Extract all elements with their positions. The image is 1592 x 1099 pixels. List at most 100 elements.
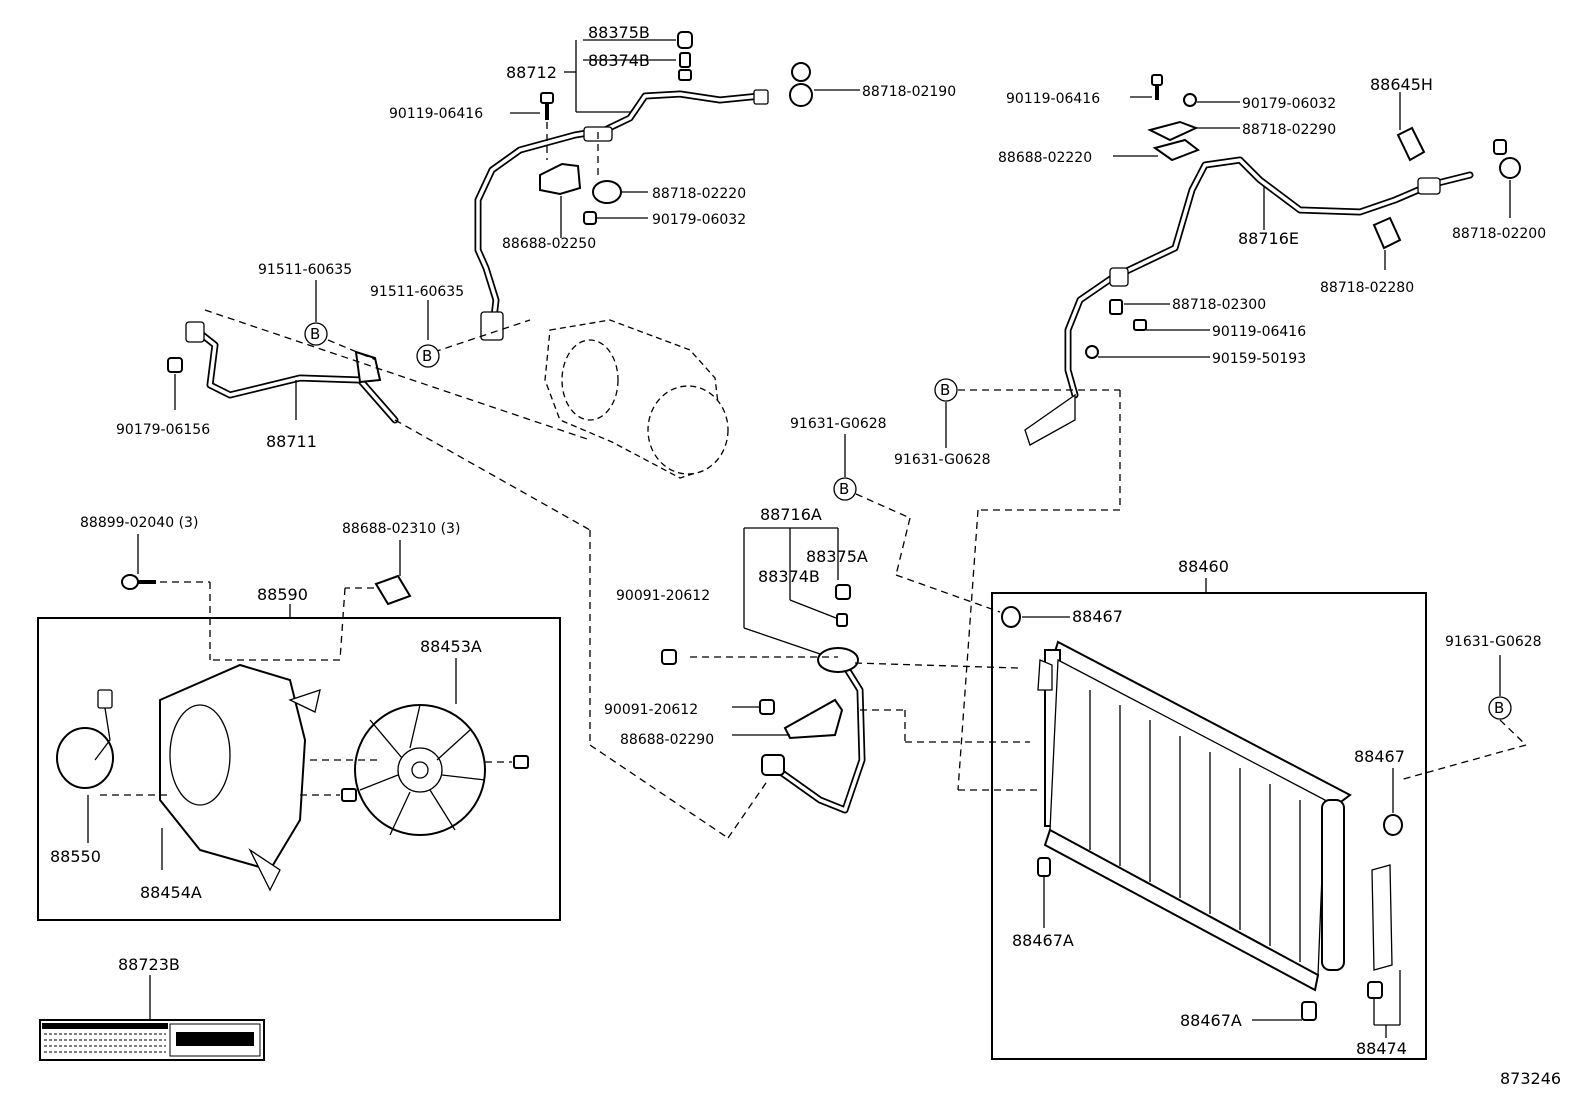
- cushion-88467-right: [1383, 814, 1403, 836]
- cap-88375B: [677, 31, 693, 49]
- group-88716A-tube: [661, 434, 1030, 814]
- label-88688-02250: 88688-02250: [502, 236, 596, 252]
- label-88467: 88467: [1072, 607, 1123, 626]
- bracket-88688-02250: [539, 162, 582, 196]
- labels-top-right: 90119-06416 90179-06032 88645H 88718-022…: [790, 75, 1546, 650]
- labels-condenser: 88460 88467 88467 88467A 88467A 88474: [1012, 557, 1407, 1058]
- label-88899-02040: 88899-02040 (3): [80, 515, 198, 531]
- hose-end-fitting: [480, 311, 504, 341]
- box-88460: [991, 592, 1427, 1060]
- labels-middle: 88716A 88375A 88374B 90091-20612 90091-2…: [604, 505, 868, 748]
- bolt-90091-20612-b: [759, 699, 775, 715]
- label-88550: 88550: [50, 847, 101, 866]
- label-88711: 88711: [266, 432, 317, 451]
- cap-88718-02220: [592, 180, 622, 204]
- ref-b-marker: [1488, 696, 1512, 720]
- label-91511-60635: 91511-60635: [258, 262, 352, 278]
- label-91631-G0628: 91631-G0628: [790, 416, 887, 432]
- label-88688-02290: 88688-02290: [620, 732, 714, 748]
- label-88453A: 88453A: [420, 637, 482, 656]
- cap-88718-02190: [791, 62, 811, 82]
- group-88711-hose: [167, 280, 769, 839]
- tube-88716A: [771, 662, 866, 814]
- bolt-90091-20612-a: [661, 649, 677, 665]
- label-88718-02200: 88718-02200: [1452, 226, 1546, 242]
- cushion-88467A-bottom: [1301, 1001, 1317, 1021]
- label-88474: 88474: [1356, 1039, 1407, 1058]
- label-91631-G0628: 91631-G0628: [894, 452, 991, 468]
- nut-90179-06032-a: [583, 211, 597, 225]
- ref-b-marker: [416, 344, 440, 368]
- group-88712-hose: [474, 31, 860, 341]
- bolt-90119-06416-a: [540, 92, 554, 104]
- label-88712: 88712: [506, 63, 557, 82]
- bracket-88688-02290: [783, 698, 844, 740]
- svg-text:B: B: [839, 480, 849, 498]
- label-91511-60635: 91511-60635: [370, 284, 464, 300]
- label-88460: 88460: [1178, 557, 1229, 576]
- label-88467A: 88467A: [1012, 931, 1074, 950]
- label-88375B: 88375B: [588, 23, 650, 42]
- cap-88718-02200: [1499, 157, 1521, 179]
- group-88723B-label: 88723B: [39, 955, 265, 1061]
- label-90159-50193: 90159-50193: [1212, 351, 1306, 367]
- svg-text:B: B: [940, 381, 950, 399]
- labels-top-left: 88375B 88374B 88712 88718-02190 90119-06…: [389, 23, 956, 252]
- condenser-core-88460: [1049, 658, 1326, 977]
- label-88590: 88590: [257, 585, 308, 604]
- label-90179-06156: 90179-06156: [116, 422, 210, 438]
- cap-88718-02280: [1372, 216, 1402, 250]
- ref-b-marker: [833, 477, 857, 501]
- ref-markers-b: B B B B B: [304, 322, 1512, 720]
- bracket-88688-02220: [1152, 138, 1201, 162]
- labels-compressor: 91511-60635 91511-60635 90179-06156 8871…: [116, 262, 464, 451]
- motor-88550: [56, 727, 114, 789]
- cap-88718-02300: [1109, 299, 1123, 315]
- label-91631-G0628: 91631-G0628: [1445, 634, 1542, 650]
- label-88716E: 88716E: [1238, 229, 1299, 248]
- group-compressor: [433, 319, 729, 479]
- ref-b-marker: [934, 378, 958, 402]
- nut-88688-02310: [374, 574, 412, 606]
- cap-88375A: [835, 584, 851, 600]
- label-88723B: 88723B: [118, 955, 180, 974]
- label-88718-02190: 88718-02190: [862, 84, 956, 100]
- label-90119-06416: 90119-06416: [1212, 324, 1306, 340]
- label-88718-02290: 88718-02290: [1242, 122, 1336, 138]
- nut-90179-06156: [167, 357, 183, 373]
- label-90091-20612: 90091-20612: [604, 702, 698, 718]
- bolt-90159-50193: [1085, 345, 1099, 359]
- box-88590: [37, 617, 561, 921]
- valve-core-88374B-mid: [836, 613, 848, 627]
- cushion-88467: [1001, 606, 1021, 628]
- cushion-88467A-left: [1037, 857, 1051, 877]
- group-condenser: [991, 578, 1527, 1060]
- receiver-dryer: [1321, 799, 1345, 971]
- bolt-90119-06416-c: [1133, 319, 1147, 331]
- label-90179-06032: 90179-06032: [652, 212, 746, 228]
- svg-text:B: B: [422, 347, 432, 365]
- labels-fan: 88899-02040 (3) 88688-02310 (3) 88590 88…: [50, 515, 482, 902]
- svg-text:B: B: [1494, 699, 1504, 717]
- valve-core-88374B: [679, 52, 691, 68]
- label-90179-06032: 90179-06032: [1242, 96, 1336, 112]
- label-88454A: 88454A: [140, 883, 202, 902]
- svg-text:B: B: [310, 325, 320, 343]
- label-88718-02220: 88718-02220: [652, 186, 746, 202]
- label-88374B: 88374B: [758, 567, 820, 586]
- label-90091-20612: 90091-20612: [616, 588, 710, 604]
- switch-88645H: [1396, 126, 1426, 162]
- label-88374B: 88374B: [588, 51, 650, 70]
- label-88716A: 88716A: [760, 505, 822, 524]
- label-88375A: 88375A: [806, 547, 868, 566]
- group-fan-assembly: [37, 534, 561, 921]
- label-88718-02280: 88718-02280: [1320, 280, 1414, 296]
- cap-88718-02290: [1147, 120, 1199, 142]
- nut-90179-06032-b: [1183, 93, 1197, 107]
- part-88474: [1367, 981, 1383, 999]
- label-90119-06416: 90119-06416: [1006, 91, 1100, 107]
- diagram-number: 873246: [1500, 1069, 1561, 1088]
- label-90119-06416: 90119-06416: [389, 106, 483, 122]
- bolt-88899-02040: [121, 574, 139, 590]
